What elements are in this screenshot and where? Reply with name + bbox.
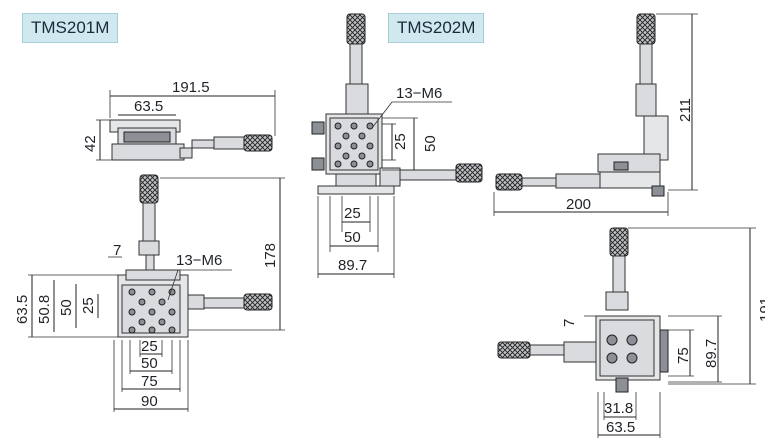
dim-89-7-front: 89.7: [338, 257, 367, 274]
dim-25-front-v: 25: [392, 133, 409, 150]
dim-178: 178: [262, 243, 279, 268]
tms202m-side-view: 200 211: [493, 13, 698, 216]
dim-25-front-h: 25: [344, 205, 361, 222]
dim-50-8: 50.8: [36, 295, 53, 324]
tms202m-front-view: 13−M6 25 50 25 50 89.7: [311, 13, 483, 278]
dim-211: 211: [677, 98, 694, 122]
dim-89-7-tms202-top: 89.7: [703, 339, 720, 368]
tms202m-top-view: 7 191 75 89.7 31.8 63.5: [497, 227, 765, 438]
tms201m-top-view: 13−M6 7 178 63.5 50.8 50 25 25 50 75: [14, 174, 285, 412]
dim-50-top-h: 50: [141, 355, 158, 372]
label-13-m6-top: 13−M6: [176, 252, 222, 269]
model-label-tms202m: TMS202M: [388, 13, 485, 43]
tms201m-side-view: 191.5 63.5 42: [82, 79, 276, 161]
dim-90: 90: [141, 393, 158, 410]
dim-50-front-h: 50: [344, 229, 361, 246]
model-label-tms201m: TMS201M: [22, 13, 119, 43]
dim-25-top-v: 25: [80, 297, 97, 314]
dim-200: 200: [566, 196, 591, 213]
dim-191-5: 191.5: [172, 79, 210, 96]
dim-63-5-top: 63.5: [14, 295, 31, 324]
dim-50-top-v: 50: [58, 299, 75, 316]
label-13-m6-front: 13−M6: [396, 85, 442, 102]
dim-63-5-side: 63.5: [134, 98, 163, 115]
dim-75-tms202-top: 75: [675, 347, 692, 364]
dim-7-tms202-top: 7: [561, 319, 578, 327]
dim-63-5-tms202-top: 63.5: [606, 419, 635, 436]
dim-50-front-v: 50: [422, 135, 439, 152]
dim-42: 42: [82, 135, 99, 152]
dim-75-top: 75: [141, 373, 158, 390]
dim-191: 191: [757, 297, 765, 322]
dim-25-top-h: 25: [141, 338, 158, 355]
dim-7-top: 7: [113, 242, 121, 259]
dim-31-8: 31.8: [604, 400, 633, 417]
